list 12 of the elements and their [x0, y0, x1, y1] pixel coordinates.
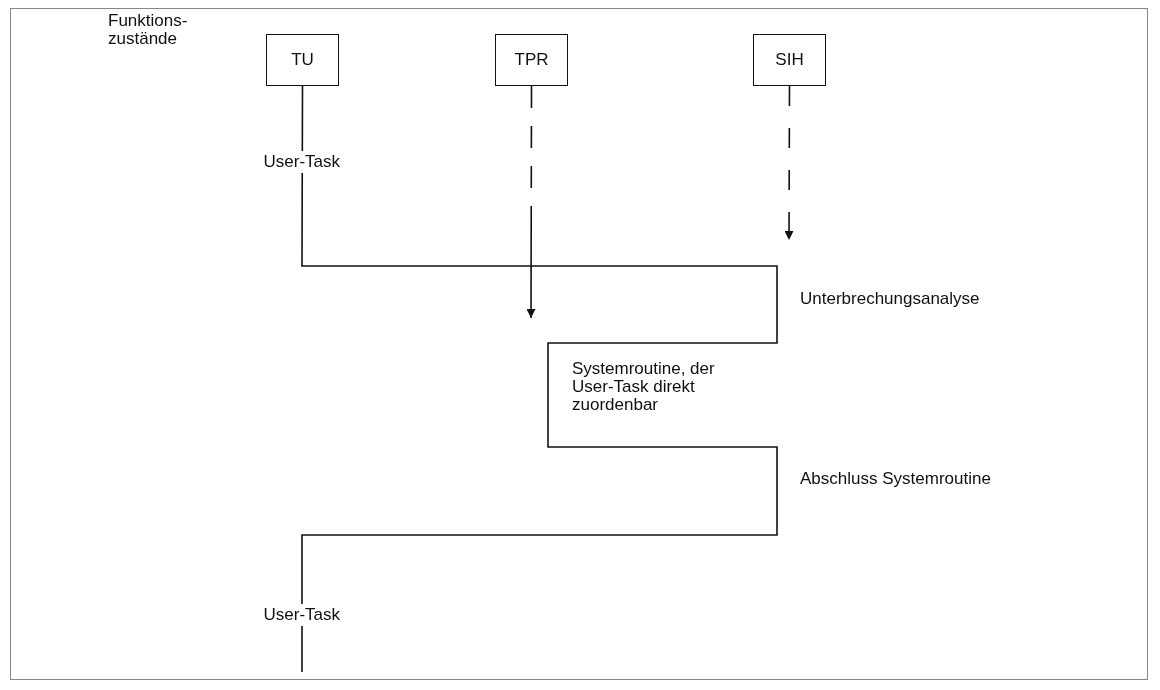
state-box: TU	[266, 34, 339, 86]
state-box: TPR	[495, 34, 568, 86]
heading-label: Funktions- zustände	[108, 12, 189, 48]
edge-label: User-Task	[263, 151, 340, 173]
state-box: SIH	[753, 34, 826, 86]
phase-label: Abschluss Systemroutine	[800, 470, 991, 488]
dashed-arrow	[526, 85, 536, 319]
process-line	[301, 85, 778, 673]
phase-label: Systemroutine, der User-Task direkt zuordenbar	[572, 360, 716, 414]
line-label: User-Task	[263, 604, 340, 626]
phase-label: Unterbrechungsanalyse	[800, 290, 980, 308]
dashed-arrow	[784, 85, 794, 241]
